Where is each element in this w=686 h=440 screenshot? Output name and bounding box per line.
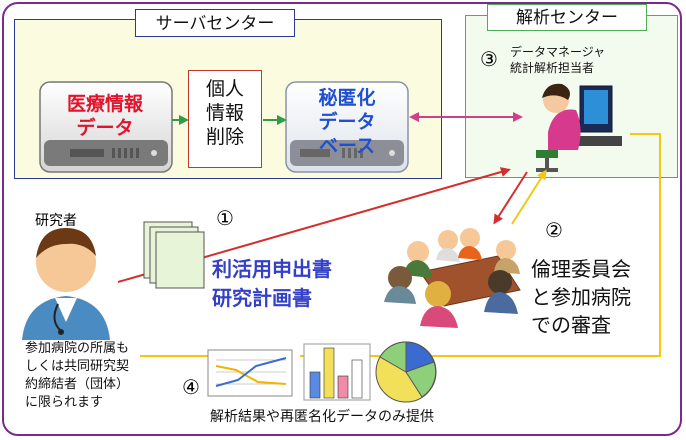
server-center-title: サーバセンター	[135, 9, 295, 37]
secure-db-line3: ベース	[318, 135, 376, 157]
secure-db-line1: 秘匿化	[318, 87, 376, 109]
data-manager-line1: データマネージャ	[510, 45, 606, 59]
outer-frame	[2, 2, 682, 436]
medical-data-line1: 医療情報	[66, 93, 143, 115]
affiliation-line1: 参加病院の所属も	[25, 341, 130, 356]
affiliation-line2: しくは共同研究契	[25, 359, 130, 374]
arrow-ethics-to-analysis	[511, 169, 547, 225]
step-3-marker: ③	[480, 47, 498, 71]
provision-note: 解析結果や再匿名化データのみ提供	[210, 409, 434, 425]
ethics-line3: での審査	[531, 313, 611, 337]
affiliation-note: 参加病院の所属も しくは共同研究契 約締結者（団体） に限られます	[25, 340, 129, 412]
application-line1: 利活用申出書	[212, 257, 332, 281]
secure-db-line2: データ	[318, 111, 376, 133]
secure-database-drive	[285, 81, 409, 173]
researcher-label: 研究者	[35, 213, 77, 229]
pie-chart-icon	[375, 341, 437, 403]
data-manager-line2: 統計解析担当者	[510, 61, 595, 75]
arrow-analysis-to-ethics	[493, 171, 528, 225]
committee-illustration	[384, 228, 521, 328]
application-line2: 研究計画書	[212, 286, 312, 310]
document-stack-icon	[143, 221, 205, 289]
data-manager-label: データマネージャ 統計解析担当者	[510, 44, 605, 76]
medical-data-label: 医療情報 データ	[40, 92, 170, 140]
bar-chart-icon	[303, 343, 371, 401]
deidentify-line3: 削除	[205, 126, 244, 148]
line-chart-icon	[207, 349, 293, 397]
step-4-marker: ④	[182, 375, 200, 399]
step-2-marker: ②	[545, 218, 563, 242]
application-documents-label: 利活用申出書 研究計画書	[212, 255, 332, 313]
deidentify-line2: 情報	[205, 102, 244, 124]
researcher-illustration	[22, 228, 110, 340]
affiliation-line4: に限られます	[25, 395, 104, 410]
provision-path-yellow	[140, 133, 661, 357]
medical-data-drive	[39, 81, 173, 173]
analysis-center-box	[465, 15, 678, 178]
deidentify-box: 個人 情報 削除	[188, 70, 262, 168]
ethics-line2: と参加病院	[531, 285, 631, 309]
deidentify-line1: 個人	[205, 78, 244, 100]
analysis-center-title: 解析センター	[487, 4, 647, 31]
medical-data-line2: データ	[76, 117, 134, 139]
affiliation-line3: 約締結者（団体）	[25, 377, 130, 392]
secure-db-label: 秘匿化 データ ベース	[292, 86, 402, 158]
step-1-marker: ①	[216, 206, 234, 230]
analyst-illustration	[536, 83, 622, 172]
ethics-review-label: 倫理委員会 と参加病院 での審査	[531, 255, 631, 339]
ethics-line1: 倫理委員会	[531, 257, 631, 281]
